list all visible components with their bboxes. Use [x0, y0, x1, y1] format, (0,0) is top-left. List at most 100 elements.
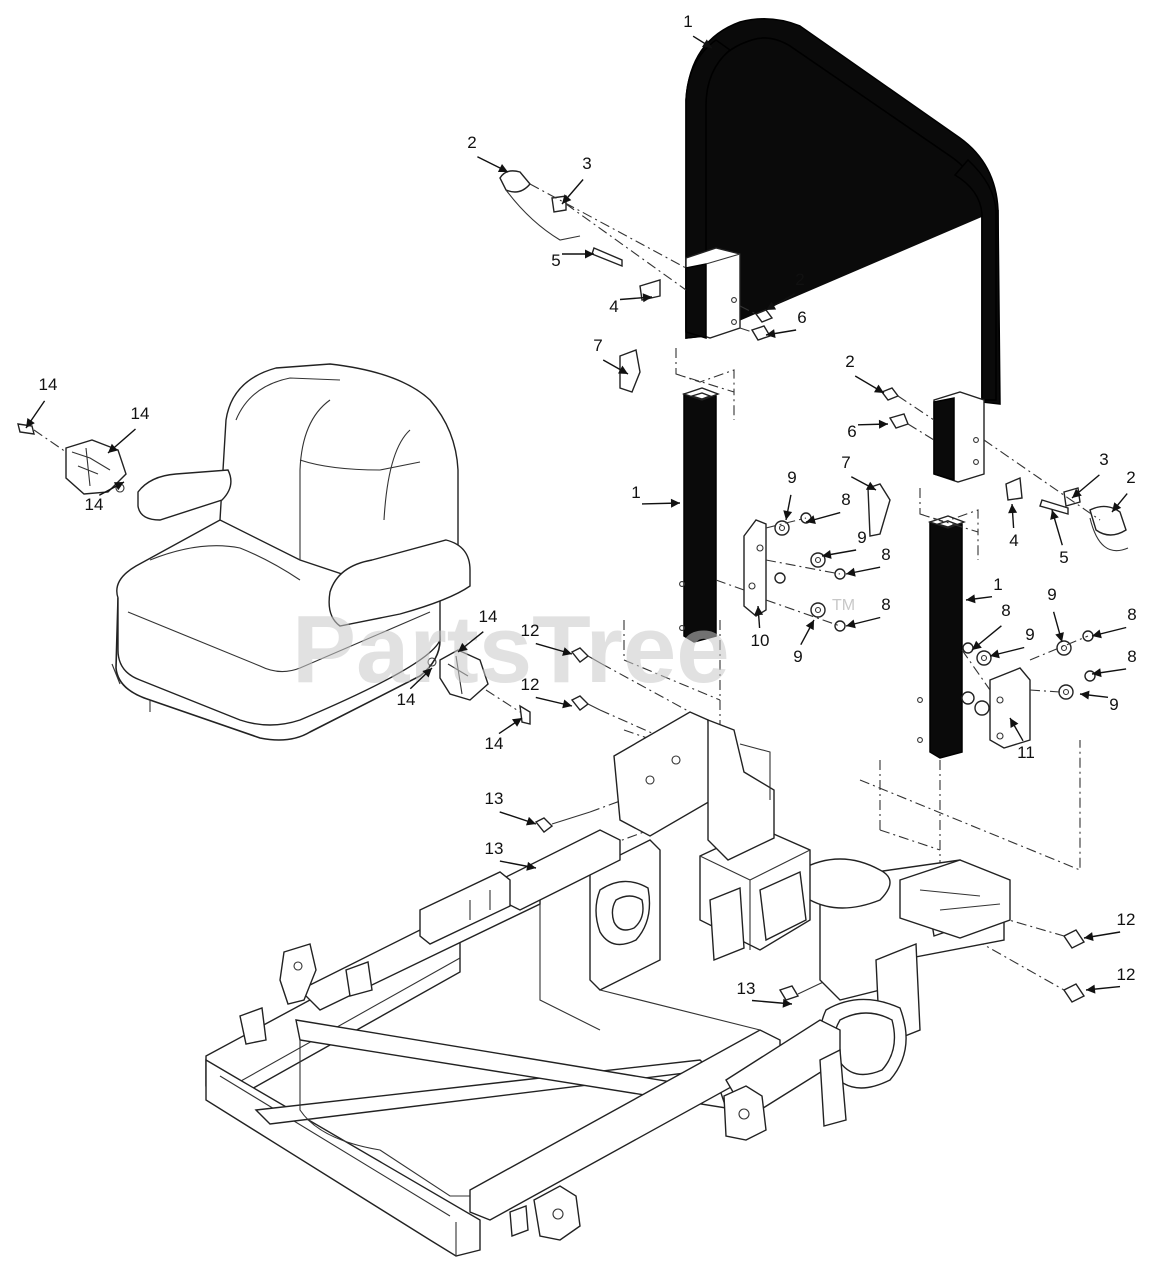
callout-arrowhead [966, 594, 976, 604]
callout-arrowhead [526, 816, 536, 826]
callout-c1-c: 1 [965, 575, 1003, 604]
callout-label: 12 [1117, 965, 1136, 984]
callout-c8-e: 8 [1091, 605, 1137, 639]
callout-arrowhead [26, 418, 35, 428]
callout-c2-c: 2 [845, 352, 885, 394]
callout-c1-b: 1 [631, 483, 681, 508]
callout-label: 8 [1127, 647, 1136, 666]
phantom-lines-left [623, 620, 741, 771]
callout-c9-d: 9 [793, 619, 815, 666]
callout-arrowhead [782, 998, 792, 1008]
callout-label: 8 [1001, 601, 1010, 620]
callout-label: 9 [1025, 625, 1034, 644]
callout-arrowhead [562, 647, 572, 656]
callout-label: 7 [593, 336, 602, 355]
callout-arrowhead [865, 481, 876, 490]
phantom-lines-right [859, 740, 1081, 880]
callout-c9-a: 9 [783, 468, 797, 521]
callout-c14-d: 14 [457, 607, 497, 653]
callout-arrowhead [990, 649, 1000, 659]
callout-label: 13 [737, 979, 756, 998]
callout-c13-a: 13 [485, 789, 537, 826]
callout-label: 9 [1109, 695, 1118, 714]
callout-c13-b: 13 [485, 839, 537, 871]
callout-arrowhead [1072, 488, 1082, 498]
callout-arrowhead [512, 718, 522, 727]
mower-frame [205, 711, 1011, 1257]
callout-label: 8 [881, 545, 890, 564]
plate-right [961, 630, 1096, 749]
callout-arrowhead [497, 164, 508, 172]
callout-arrowhead [1086, 984, 1096, 994]
callout-label: 14 [39, 375, 58, 394]
callout-c14-f: 14 [485, 717, 523, 753]
callout-c3-a: 3 [561, 154, 592, 205]
callout-label: 13 [485, 839, 504, 858]
callout-arrowhead [1055, 632, 1064, 642]
callout-label: 6 [847, 422, 856, 441]
callout-c14-b: 14 [107, 404, 149, 454]
callout-c12-d: 12 [1085, 965, 1136, 994]
callout-label: 2 [467, 133, 476, 152]
callout-arrowhead [1092, 668, 1102, 678]
roll-bar-left-lower [679, 387, 720, 643]
callout-label: 1 [993, 575, 1002, 594]
callout-arrowhead [562, 194, 572, 204]
callout-c5-b: 5 [1050, 509, 1069, 567]
callout-label: 11 [1017, 743, 1035, 762]
callout-c12-c: 12 [1083, 910, 1135, 941]
callout-c5-a: 5 [551, 249, 594, 270]
callout-c4-b: 4 [1008, 503, 1019, 550]
callout-arrowhead [766, 329, 776, 338]
callout-c2-b: 2 [765, 270, 805, 311]
callout-label: 4 [609, 297, 618, 316]
callout-c14-e: 14 [397, 667, 433, 709]
callout-arrowhead [1112, 502, 1122, 512]
callout-label: 8 [841, 490, 850, 509]
callout-label: 12 [521, 621, 540, 640]
callout-c7-a: 7 [593, 336, 629, 375]
callout-c6-b: 6 [847, 419, 889, 441]
callout-arrowhead [458, 642, 468, 652]
callout-arrowhead [846, 567, 856, 577]
callout-c9-f: 9 [1079, 690, 1119, 714]
callout-arrowhead [113, 482, 124, 491]
callout-arrowhead [1008, 504, 1018, 514]
callout-c14-a: 14 [25, 375, 58, 429]
callout-arrowhead [526, 861, 536, 871]
callout-arrowhead [846, 619, 856, 629]
callout-c10: 10 [751, 605, 770, 650]
callout-c2-d: 2 [1111, 468, 1136, 513]
callout-arrowhead [766, 301, 777, 310]
callout-c9-b: 9 [821, 528, 867, 559]
hardware-top-left [499, 170, 774, 341]
seat-switch [17, 423, 127, 495]
callout-label: 9 [1047, 585, 1056, 604]
callout-label: 3 [1099, 450, 1108, 469]
callout-arrowhead [806, 515, 816, 524]
callout-label: 9 [793, 647, 802, 666]
callout-arrowhead [618, 365, 628, 374]
callout-label: 14 [485, 734, 504, 753]
hardware-top-right [880, 387, 1129, 552]
callout-arrowhead [783, 510, 793, 520]
callout-c7-b: 7 [841, 453, 877, 491]
callout-label: 5 [1059, 548, 1068, 567]
callout-label: 2 [795, 270, 804, 289]
callout-c1-top: 1 [683, 12, 713, 49]
callout-arrowhead [585, 249, 594, 259]
roll-bar-upper [685, 18, 1001, 483]
callout-c8-b: 8 [845, 545, 891, 577]
callout-label: 1 [683, 12, 692, 31]
callout-arrowhead [422, 668, 432, 678]
callout-c9-e: 9 [989, 625, 1035, 659]
callout-arrowhead [1080, 690, 1090, 700]
callout-arrowhead [562, 699, 572, 709]
callout-label: 10 [751, 631, 770, 650]
callout-label: 2 [1126, 468, 1135, 487]
callout-arrowhead [1084, 932, 1094, 941]
callout-c3-b: 3 [1071, 450, 1109, 499]
